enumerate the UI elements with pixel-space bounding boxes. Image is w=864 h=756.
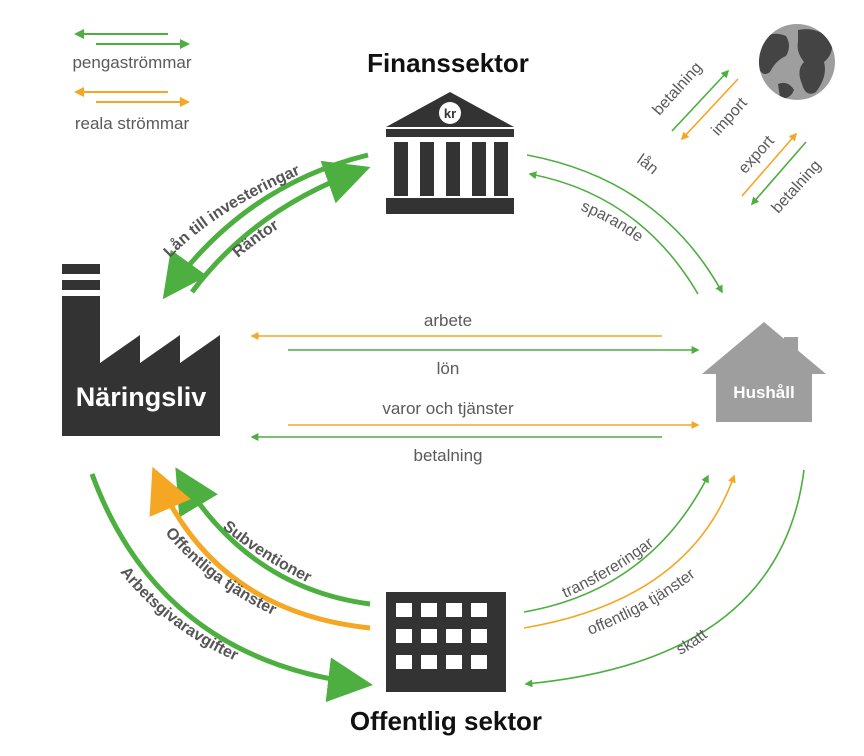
payment-out-label: betalning — [650, 59, 706, 119]
globe-icon — [759, 24, 835, 100]
import-arrow — [680, 78, 739, 141]
flow-public-households: transfereringar offentliga tjänster skat… — [523, 469, 805, 688]
payment-in-label: betalning — [769, 157, 825, 217]
subsidies-arrow — [175, 467, 371, 607]
payment-out-arrow — [671, 69, 730, 132]
public-services-arrow — [149, 466, 371, 631]
office-building-icon — [386, 592, 506, 692]
flow-goods: varor och tjänster betalning — [250, 399, 700, 465]
bank-currency-label: kr — [444, 106, 456, 121]
transfers-label: transfereringar — [560, 534, 658, 601]
legend: pengaströmmar reala strömmar — [72, 29, 192, 133]
bank-icon: kr — [386, 92, 514, 214]
transfers-arrow — [523, 474, 709, 613]
wage-label: lön — [437, 359, 460, 378]
legend-money-arrows — [74, 29, 190, 49]
legend-real-arrows — [74, 87, 190, 107]
business-sector: Näringsliv — [62, 264, 220, 436]
households-sector: Hushåll — [702, 322, 826, 422]
flow-finance-households: lån sparande — [526, 151, 723, 295]
import-label: import — [708, 94, 751, 139]
finance-sector: Finanssektor kr — [367, 48, 529, 214]
factory-icon — [62, 264, 220, 436]
savings-arrow — [528, 171, 699, 295]
tax-arrow — [524, 469, 805, 688]
house-icon — [702, 322, 826, 422]
flow-public-business: Subventioner Offentliga tjänster Arbetsg… — [89, 466, 373, 703]
legend-money-label: pengaströmmar — [72, 53, 191, 72]
flow-business-finance: Lån till investeringar Räntor — [161, 152, 371, 300]
public-sector: Offentlig sektor — [350, 592, 542, 736]
employer-fees-arrow — [89, 473, 373, 703]
goods-label: varor och tjänster — [382, 399, 514, 418]
public-sector-title: Offentlig sektor — [350, 706, 542, 736]
loan-label: lån — [634, 151, 662, 178]
export-label: export — [735, 132, 778, 177]
households-sector-title: Hushåll — [733, 383, 794, 402]
legend-real-label: reala strömmar — [75, 114, 190, 133]
payment-label: betalning — [413, 446, 482, 465]
export-arrow — [741, 132, 798, 197]
loan-arrow — [526, 154, 723, 294]
interest-arrow — [190, 160, 371, 294]
work-label: arbete — [424, 311, 472, 330]
flow-labor: arbete lön — [250, 311, 700, 378]
finance-sector-title: Finanssektor — [367, 48, 529, 78]
payment-in-arrow — [750, 141, 807, 206]
interest-label: Räntor — [230, 217, 282, 261]
public-services-hh-arrow — [523, 474, 736, 629]
business-sector-title: Näringsliv — [76, 382, 207, 412]
